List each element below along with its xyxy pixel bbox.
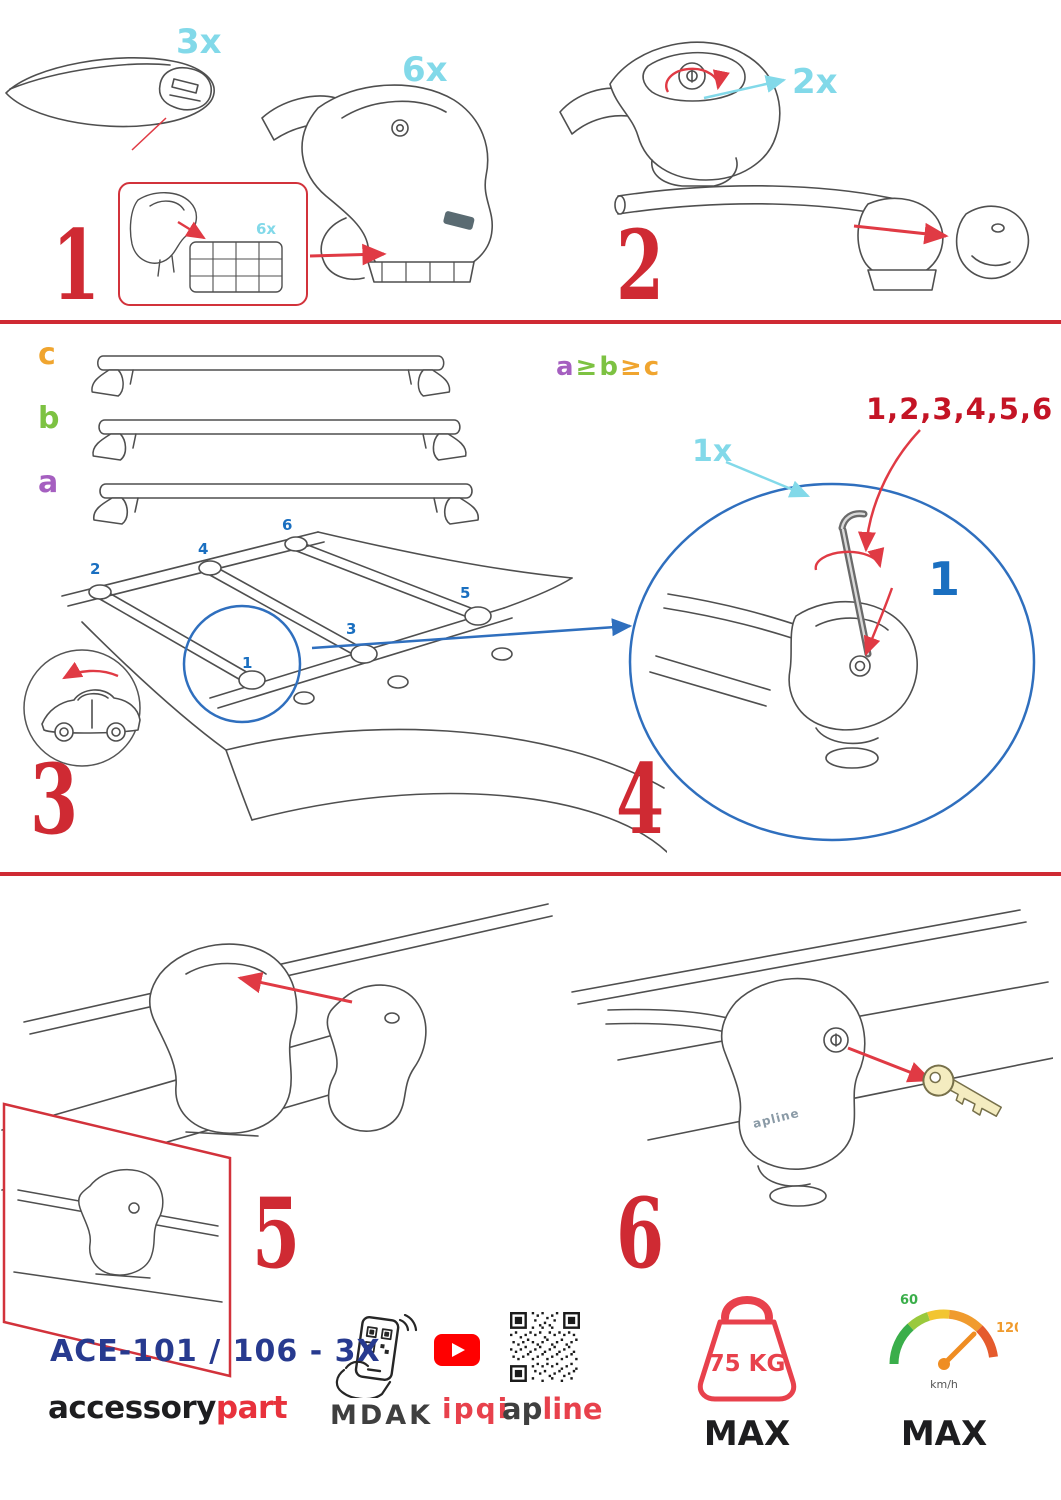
rotate-key-arrow	[814, 547, 885, 571]
focus-circle-position-1	[182, 604, 302, 724]
speed-60-label: 60	[900, 1293, 918, 1308]
rule-c: c	[643, 352, 660, 382]
phone-qr-icon	[335, 1314, 418, 1398]
speed-limit-icon: 60 120 km/h	[889, 1293, 1018, 1391]
rule-b: b	[599, 352, 618, 382]
crossbar-b-drawing	[92, 419, 467, 461]
car-side-view-inset	[23, 649, 141, 767]
position-label-4: 4	[198, 540, 209, 558]
step5-number: 5	[252, 1177, 301, 1290]
step1-number: 1	[52, 209, 101, 322]
mdak-logo-text: MDAK	[330, 1400, 434, 1431]
apline-logo-text: apline	[502, 1392, 603, 1426]
tightening-sequence-text: 1,2,3,4,5,6	[866, 392, 1054, 426]
step2-number: 2	[616, 209, 665, 322]
bar-foot-cover-drawing-step2	[614, 185, 1030, 291]
rubber-pad-inset: 6x	[118, 182, 308, 306]
position-label-3: 3	[346, 620, 357, 638]
screw-pointer-arrow	[863, 587, 894, 657]
qty-label-pads: 6x	[256, 220, 277, 238]
crossbar-c-drawing	[91, 355, 451, 397]
car-direction-arrow	[62, 661, 119, 680]
step3-number: 3	[30, 743, 79, 856]
size-rule-text: a≥b≥c	[556, 352, 661, 382]
position-label-6: 6	[282, 516, 293, 534]
brand-wordmark-accessory: accessory	[48, 1390, 216, 1426]
section-divider-1	[0, 320, 1061, 324]
position-label-5: 5	[460, 584, 471, 602]
speedometer-needle	[941, 1331, 977, 1367]
step4-number: 4	[616, 743, 665, 856]
zoom-detail-drawing	[628, 482, 1036, 842]
qty-label-feet: 6x	[402, 50, 448, 90]
car-roof-diagram	[23, 531, 667, 853]
apline-logo-line: line	[542, 1392, 603, 1426]
key-drawing	[922, 1064, 1002, 1117]
speed-unit-label: km/h	[930, 1378, 958, 1391]
bar-label-b: b	[38, 401, 60, 436]
rule-ge-2: ≥	[619, 352, 642, 382]
bar-label-c: c	[38, 337, 56, 372]
crossbar-a-drawing	[92, 483, 480, 525]
rule-ge-1: ≥	[575, 352, 598, 382]
speed-max-label: MAX	[900, 1414, 988, 1454]
insert-key-arrow	[847, 1046, 933, 1083]
brand-wordmark-part: part	[215, 1390, 288, 1426]
brand-wordmark: accessorypart	[48, 1390, 288, 1426]
qty-label-bars: 3x	[176, 22, 222, 62]
qty-label-locks: 2x	[792, 62, 838, 102]
cover-install-drawing-step5	[1, 903, 553, 1378]
step6-number: 6	[616, 1177, 665, 1290]
weight-max-label: MAX	[703, 1414, 791, 1454]
ipqi-logo-text: ipqi	[442, 1392, 510, 1425]
qty-label-key: 1x	[692, 434, 733, 469]
bar-label-a: a	[38, 465, 59, 500]
position-label-1: 1	[242, 654, 253, 672]
rubber-pad-drawing	[129, 192, 283, 293]
crossbar-end-drawing	[5, 56, 215, 128]
sequence-start-label: 1	[928, 552, 961, 606]
slide-cover-arrow	[237, 971, 353, 1004]
lock-key-drawing-step6: apline	[571, 909, 1053, 1207]
youtube-icon	[434, 1334, 480, 1366]
qr-code-icon	[510, 1312, 580, 1382]
section-divider-2	[0, 872, 1061, 876]
weight-limit-value: 75 KG	[709, 1351, 786, 1377]
model-number-text: ACE-101 / 106 - 3X	[50, 1334, 381, 1369]
foot-drawing-step1	[261, 84, 493, 283]
weight-limit-icon: 75 KG	[697, 1296, 797, 1402]
step5-inset	[2, 1102, 232, 1378]
speed-120-label: 120	[996, 1321, 1018, 1336]
apline-logo-ap: ap	[502, 1392, 543, 1426]
position-label-2: 2	[90, 560, 101, 578]
rule-a: a	[556, 352, 574, 382]
